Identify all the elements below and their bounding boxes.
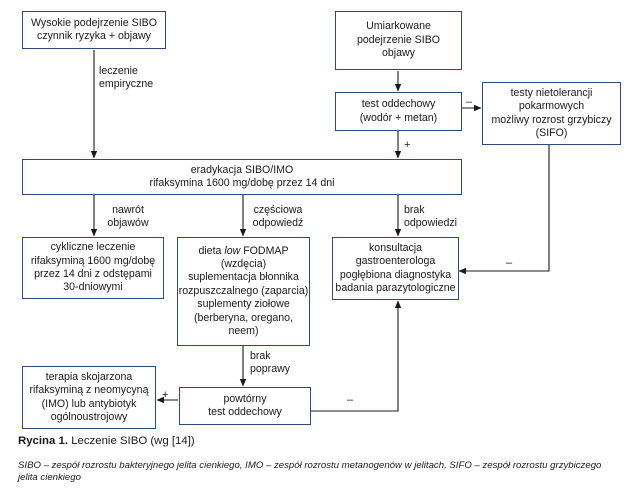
edge-label-no-response: brak odpowiedzi: [404, 204, 457, 231]
node-text: objawy: [382, 47, 415, 60]
node-text: (berberyna, oregano,: [194, 311, 293, 324]
node-text: rifaksyminą z neomycyną: [29, 384, 149, 397]
node-text: rifaksymina 1600 mg/dobę przez 14 dni: [149, 177, 335, 189]
edge-label-partial: częściowa odpowiedź: [245, 204, 311, 231]
node-high-suspicion: Wysokie podejrzenie SIBO czynnik ryzyka …: [22, 11, 166, 49]
node-text: możliwy rozrost grzybiczy: [491, 113, 612, 126]
node-text: (SIFO): [535, 126, 568, 139]
edge-label-text: leczenie: [99, 65, 138, 77]
node-text: Wysokie podejrzenie SIBO: [31, 16, 157, 29]
node-cyclic-treatment: cykliczne leczenie rifaksyminą 1600 mg/d…: [22, 237, 164, 299]
node-text: rifaksyminą 1600 mg/dobę: [30, 254, 156, 267]
minus-sign-repeat-consultation: –: [347, 394, 354, 406]
arrow-intolerance-to-consultation: [458, 145, 550, 275]
edge-label-text: brak: [404, 204, 425, 216]
node-text: (wodór + metan): [359, 111, 438, 124]
edge-label-text: brak: [250, 350, 271, 362]
caption-label: Rycina 1.: [18, 435, 69, 447]
node-text: 30-dniowymi: [63, 281, 123, 294]
node-text: dieta low FODMAP: [179, 245, 309, 258]
node-text: przez 14 dni z odstępami: [34, 268, 152, 280]
plus-sign-breath-eradication: +: [404, 139, 411, 151]
node-text: ogólnoustrojowy: [50, 410, 128, 423]
node-breath-test: test oddechowy (wodór + metan): [335, 92, 462, 131]
node-text: rozpuszczalnego (zaparcia): [178, 284, 309, 297]
node-repeat-test: powtórny test oddechowy: [179, 387, 311, 425]
node-text: (IMO) lub antybiotyk: [41, 397, 137, 410]
edge-label-text: poprawy: [250, 363, 291, 376]
node-moderate-suspicion: Umiarkowane podejrzenie SIBO objawy: [335, 11, 462, 70]
node-text: dieta: [198, 244, 225, 257]
node-text: powtórny: [223, 392, 267, 405]
node-consultation: konsultacja gastroenterologa pogłębiona …: [332, 237, 459, 300]
node-text: suplementy ziołowe: [197, 298, 290, 311]
node-text: cykliczne leczenie: [50, 241, 136, 254]
minus-sign-intolerance-consultation: –: [506, 257, 513, 269]
node-text: Umiarkowane: [366, 20, 431, 33]
node-text: pogłębiona diagnostyka: [339, 268, 452, 281]
caption-text: Leczenie SIBO (wg [14]): [68, 435, 195, 447]
node-text: podejrzenie SIBO: [356, 33, 441, 46]
edge-label-text: odpowiedzi: [404, 217, 458, 230]
node-intolerance-tests: testy nietolerancji pokarmowych możliwy …: [482, 82, 621, 145]
node-text: test oddechowy: [361, 98, 436, 111]
node-text: eradykacja SIBO/IMO: [190, 163, 294, 176]
node-text: badania parazytologiczne: [335, 281, 456, 294]
node-eradication: eradykacja SIBO/IMO rifaksymina 1600 mg/…: [22, 159, 462, 195]
node-text: suplementacja błonnika: [188, 271, 299, 284]
node-text: czynnik ryzyka + objawy: [37, 30, 151, 42]
edge-label-text: odpowiedź: [252, 217, 304, 230]
figure-caption: Rycina 1. Leczenie SIBO (wg [14]): [18, 435, 195, 447]
node-text: gastroenterologa: [355, 255, 436, 268]
edge-label-text: empiryczne: [99, 78, 154, 91]
abbreviation-note: SIBO – zespół rozrostu bakteryjnego jeli…: [18, 460, 602, 483]
edge-label-no-improvement: brak poprawy: [250, 350, 290, 377]
edge-label-relapse: nawrót objawów: [98, 204, 158, 231]
node-text: test oddechowy: [208, 406, 282, 418]
edge-label-text: objawów: [107, 217, 149, 230]
node-combo-therapy: terapia skojarzona rifaksyminą z neomycy…: [22, 366, 156, 429]
minus-sign-breath-intolerance: –: [466, 96, 473, 108]
node-text: FODMAP: [240, 244, 289, 257]
node-text: pokarmowych: [518, 100, 585, 113]
node-text: testy nietolerancji: [510, 86, 593, 99]
node-text: konsultacja: [369, 241, 422, 254]
edge-label-text: nawrót: [112, 204, 144, 216]
edge-label-empiric: leczenie empiryczne: [99, 65, 153, 92]
plus-sign-repeat-combo: +: [162, 389, 169, 401]
node-text: (wzdęcia): [220, 257, 267, 270]
node-text: neem): [228, 325, 259, 338]
node-diet: dieta low FODMAP (wzdęcia) suplementacja…: [177, 237, 310, 346]
edge-label-text: częściowa: [253, 204, 303, 216]
node-text-emphasis: low: [224, 244, 241, 257]
arrow-repeat-to-consultation: [311, 300, 402, 412]
node-text: terapia skojarzona: [45, 370, 133, 383]
